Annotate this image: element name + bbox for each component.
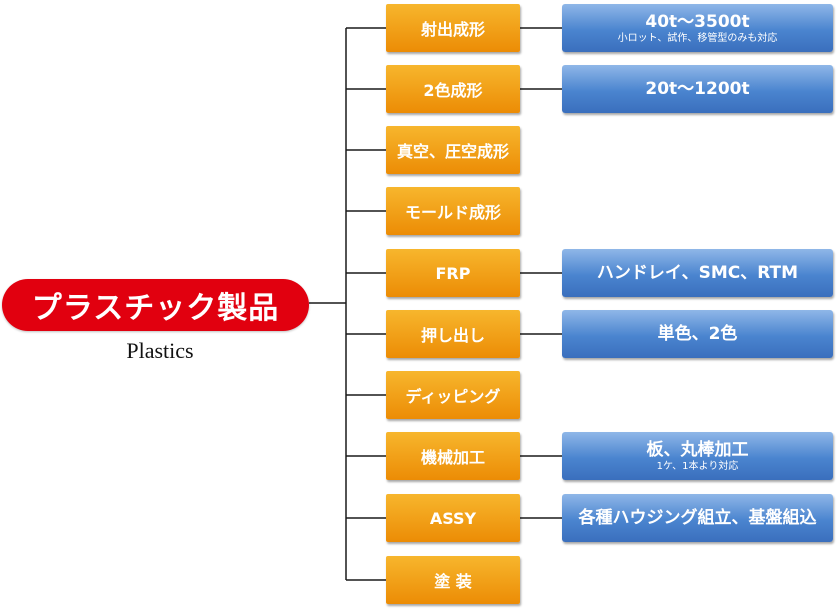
category-injection-molding: 射出成形 — [386, 4, 520, 52]
root-label: プラスチック製品 — [31, 291, 280, 326]
category-label: FRP — [435, 263, 471, 283]
detail-main-text: 20t〜1200t — [645, 79, 750, 99]
root-sublabel: Plastics — [126, 338, 194, 363]
category-label: 射出成形 — [420, 20, 485, 39]
detail-extrusion: 単色、2色 — [562, 310, 833, 358]
category-mold-forming: モールド成形 — [386, 187, 520, 235]
detail-main-text: 各種ハウジング組立、基盤組込 — [578, 508, 817, 528]
category-dipping: ディッピング — [386, 371, 520, 419]
root-node-plastic-products: プラスチック製品 — [2, 279, 309, 331]
detail-machining: 板、丸棒加工 1ケ、1本より対応 — [562, 432, 833, 480]
category-extrusion: 押し出し — [386, 310, 520, 358]
category-label: モールド成形 — [404, 203, 501, 222]
category-vacuum-pressure-forming: 真空、圧空成形 — [386, 126, 520, 174]
category-label: 機械加工 — [420, 448, 485, 467]
detail-injection-molding: 40t〜3500t 小ロット、試作、移管型のみも対応 — [562, 4, 833, 52]
category-painting: 塗 装 — [386, 556, 520, 604]
category-assy: ASSY — [386, 494, 520, 542]
category-label: 押し出し — [420, 326, 485, 345]
detail-two-color-molding: 20t〜1200t — [562, 65, 833, 113]
category-machining: 機械加工 — [386, 432, 520, 480]
detail-sub-text: 小ロット、試作、移管型のみも対応 — [617, 32, 778, 44]
detail-frp: ハンドレイ、SMC、RTM — [562, 249, 833, 297]
detail-main-text: 板、丸棒加工 — [646, 439, 749, 460]
category-two-color-molding: 2色成形 — [386, 65, 520, 113]
category-frp: FRP — [386, 249, 520, 297]
detail-main-text: 40t〜3500t — [645, 11, 750, 32]
category-label: ASSY — [429, 508, 477, 528]
detail-main-text: 単色、2色 — [657, 324, 738, 344]
category-label: ディッピング — [405, 387, 501, 406]
detail-assy: 各種ハウジング組立、基盤組込 — [562, 494, 833, 542]
category-label: 真空、圧空成形 — [396, 142, 509, 161]
category-label: 2色成形 — [423, 81, 483, 100]
category-label: 塗 装 — [434, 572, 472, 591]
detail-main-text: ハンドレイ、SMC、RTM — [596, 263, 799, 283]
detail-sub-text: 1ケ、1本より対応 — [656, 460, 739, 472]
